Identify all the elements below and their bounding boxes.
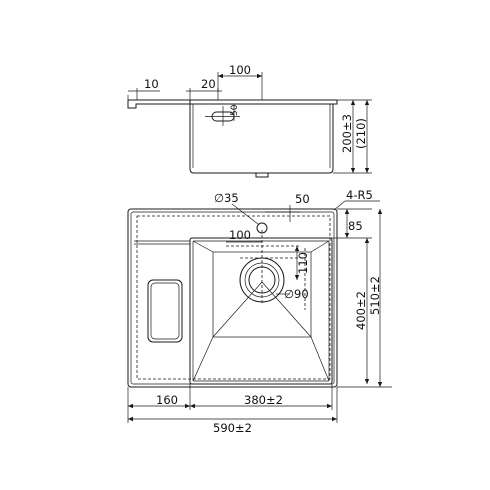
side-rim xyxy=(127,99,191,109)
dim-bowl-depth: 400±2 xyxy=(354,291,368,330)
plan-bowl xyxy=(189,237,333,385)
plan-cutout-line xyxy=(136,215,331,380)
side-bowl xyxy=(189,104,334,174)
tap-hole xyxy=(256,222,268,234)
dim-side-depth: 200±3 xyxy=(340,114,354,153)
dim-drainboard-width: 160 xyxy=(156,393,178,407)
dim-side-100: 100 xyxy=(229,63,251,77)
dim-corner-radius: 4-R5 xyxy=(346,188,373,202)
drainboard xyxy=(147,279,183,343)
dim-side-depth-ref: (210) xyxy=(354,118,368,149)
side-view: 10 20 100 50 200±3 (210) xyxy=(127,63,372,178)
plan-outer-rim xyxy=(127,208,338,388)
dim-top-85: 85 xyxy=(348,219,363,233)
dim-side-10: 10 xyxy=(144,77,159,91)
dim-outlet-diameter: ∅90 xyxy=(284,287,309,301)
dim-plan-100: 100 xyxy=(229,228,251,242)
dim-plan-110: 110 xyxy=(296,252,310,274)
dim-bowl-width: 380±2 xyxy=(244,393,283,407)
dim-total-width: 590±2 xyxy=(213,421,252,435)
dim-total-depth: 510±2 xyxy=(368,276,382,315)
plan-view: ∅35 50 4-R5 85 100 110 ∅90 400±2 510±2 xyxy=(127,188,392,435)
dim-top-50: 50 xyxy=(295,192,310,206)
side-drain-stub xyxy=(255,173,269,178)
dim-side-20: 20 xyxy=(201,77,216,91)
dim-side-50: 50 xyxy=(230,104,240,116)
dim-drain-diameter: ∅35 xyxy=(214,191,239,205)
